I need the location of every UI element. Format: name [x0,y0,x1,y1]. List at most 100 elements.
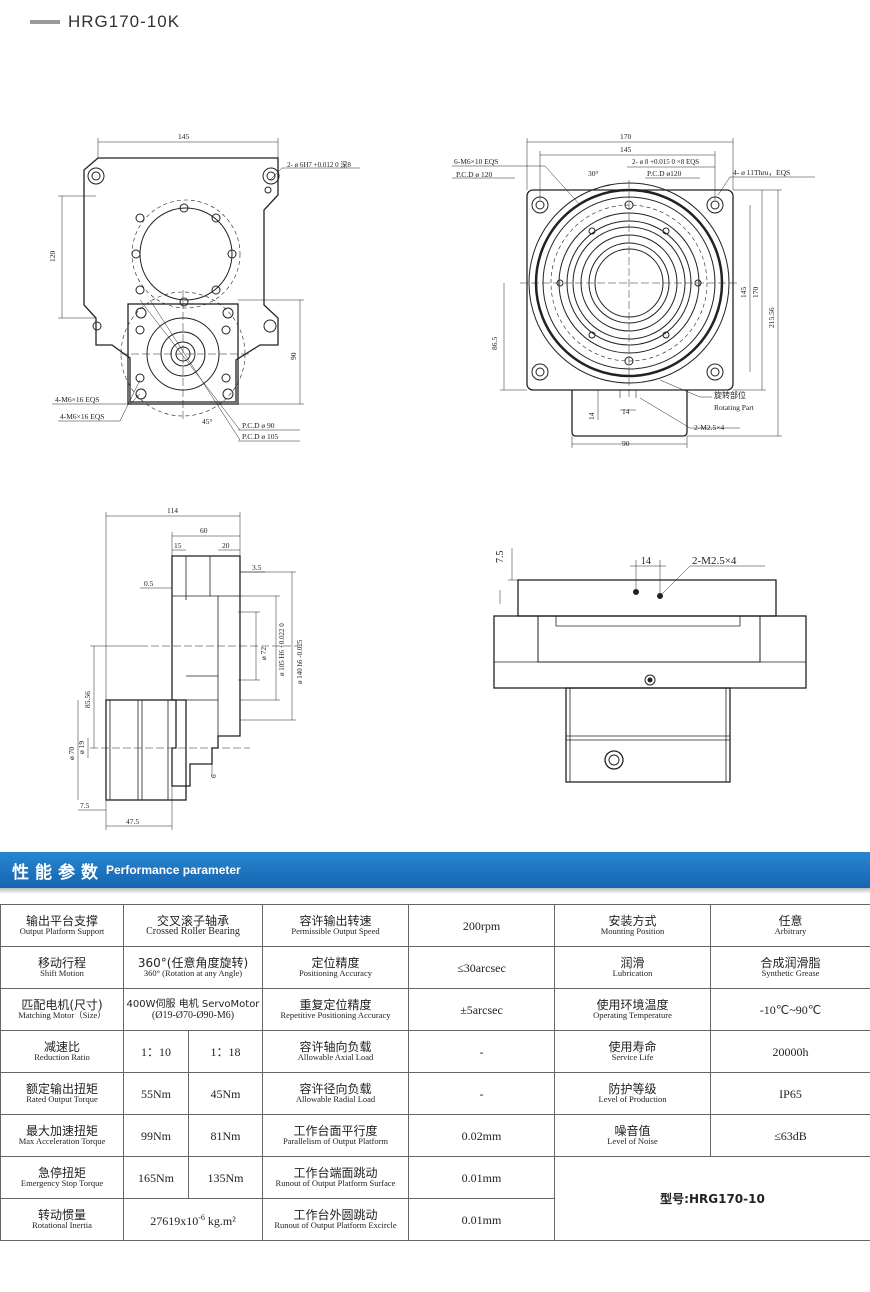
performance-section-header: 性能参数 Performance parameter [0,852,870,894]
callout-pcd105: P.C.D ø 105 [242,432,279,441]
dim-90-b: 90 [622,439,630,448]
dim-145-c: 145 [739,287,748,299]
section-title-en: Performance parameter [106,862,241,877]
drawing-side-elevation: 7.5 14 2-M2.5×4 [493,548,807,783]
value-cell: 99Nm [123,1114,189,1157]
value-cell: 165Nm [123,1156,189,1199]
dim-30deg: 30° [588,169,599,178]
page-header: HRG170-10K [30,8,180,36]
dim-0-5: 0.5 [144,579,154,588]
value-cell: ≤30arcsec [408,946,555,989]
callout-pcd120-a: P.C.D ø 120 [456,170,493,179]
dim-14-b: 14 [622,407,630,416]
callout-m2-5-b: 2-M2.5×4 [692,555,737,567]
callout-thru-hole: 4- ø 11Thru，EQS [733,168,790,177]
value-cell: 360°(任意角度旋转)360° (Rotation at any Angle) [123,946,263,989]
dim-14-c: 14 [641,556,651,567]
dim-85-56: 85.56 [83,691,92,708]
label-cell: 匹配电机(尺寸)Matching Motor（Size） [0,988,124,1031]
value-cell: 0.01mm [408,1156,555,1199]
value-cell: 135Nm [188,1156,263,1199]
technical-drawings: 145 120 90 45° 2- ø 6H7 +0.012 0 深8 4-M6… [48,132,815,830]
dim-145-a: 145 [178,132,190,141]
dim-dia-72: ø 72 [259,647,268,660]
value-cell: 45Nm [188,1072,263,1115]
value-cell: 1：10 [123,1030,189,1073]
dim-60: 60 [200,526,208,535]
value-cell: - [408,1030,555,1073]
dim-90-a: 90 [289,352,298,360]
dim-170-a: 170 [620,132,632,141]
dim-dia-19: ø 19 [77,741,86,754]
value-cell: ≤63dB [710,1114,870,1157]
callout-pin-8: 2- ø 8 +0.015 0 ×8 EQS [632,158,699,166]
dim-3-5: 3.5 [252,563,262,572]
model-title: HRG170-10K [68,12,181,31]
model-cell: 型号:HRG170-10 [554,1156,870,1241]
dim-45deg: 45° [202,417,213,426]
value-cell: 0.02mm [408,1114,555,1157]
callout-pcd120-b: P.C.D ø120 [647,169,682,178]
dim-47-5: 47.5 [126,817,139,826]
header-bar [30,20,60,24]
value-cell: -10℃~90℃ [710,988,870,1031]
inertia-cell: 27619x10-6 kg.m² [123,1198,263,1241]
table-row: 匹配电机(尺寸)Matching Motor（Size） 400W伺服 电机 S… [0,988,870,1031]
section-shadow [0,888,870,894]
value-cell: 20000h [710,1030,870,1073]
callout-rotating-en: Rotating Part [714,403,755,412]
dim-7-5-a: 7.5 [80,801,90,810]
dim-120: 120 [48,251,57,263]
callout-m6-a: 4-M6×16 EQS [55,395,99,404]
value-cell: IP65 [710,1072,870,1115]
value-cell: 200rpm [408,904,555,947]
callout-m6x10: 6-M6×10 EQS [454,157,498,166]
dim-14-a: 14 [587,412,596,420]
drawing-top-view: 145 120 90 45° 2- ø 6H7 +0.012 0 深8 4-M6… [48,132,360,442]
dim-15: 15 [174,541,182,550]
callout-m6-b: 4-M6×16 EQS [60,412,104,421]
dim-dia-140: ø 140 h6 -0.025 [296,639,304,684]
dim-145-b: 145 [620,145,632,154]
dim-dia-105: ø 105 H6 +0.022 0 [278,623,286,676]
dim-6: 6 [209,774,218,778]
dim-7-5-b: 7.5 [495,551,506,564]
dim-215-56: 215.56 [767,307,776,328]
dim-20: 20 [222,541,230,550]
section-title-zh: 性能参数 [12,862,104,883]
drawing-side-section: 114 60 15 20 0.5 3.5 ø 72 ø 105 H6 +0.02… [67,506,304,830]
callout-pcd90: P.C.D ø 90 [242,421,275,430]
callout-pin-hole: 2- ø 6H7 +0.012 0 深8 [287,160,351,169]
drawing-front-view: 170 145 30° 86.5 145 170 215.56 14 14 90… [452,132,815,448]
dim-170-b: 170 [751,287,760,299]
value-cell: 1：18 [188,1030,263,1073]
